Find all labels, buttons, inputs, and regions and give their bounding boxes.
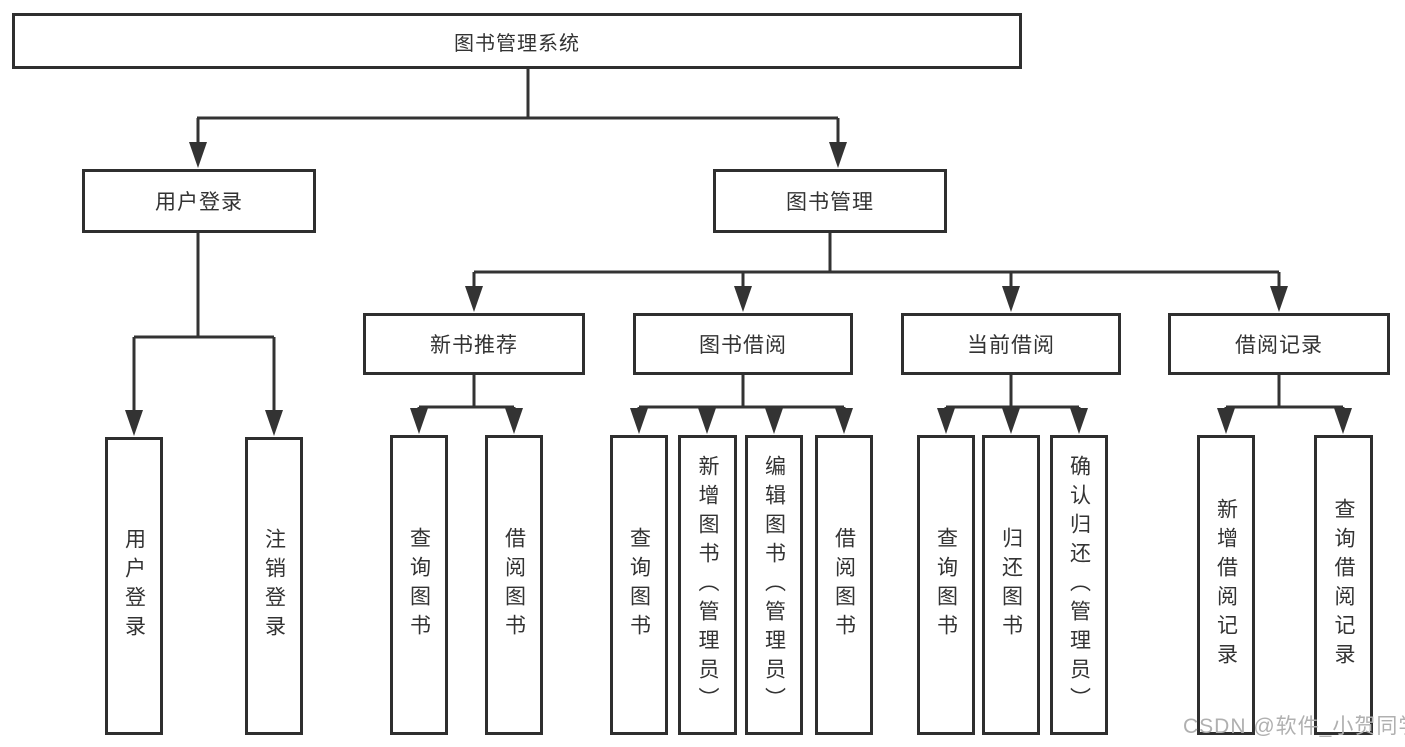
node-user-login-branch: 用户登录 <box>82 169 316 233</box>
leaf-return-book: 归还图书 <box>982 435 1040 735</box>
node-borrow-records: 借阅记录 <box>1168 313 1390 375</box>
leaf-add-borrow-record: 新增借阅记录 <box>1197 435 1255 735</box>
node-current-borrow: 当前借阅 <box>901 313 1121 375</box>
leaf-user-login: 用户登录 <box>105 437 163 735</box>
leaf-query-books-borrow: 查询图书 <box>610 435 668 735</box>
node-new-book-recommend: 新书推荐 <box>363 313 585 375</box>
leaf-query-borrow-record: 查询借阅记录 <box>1314 435 1373 735</box>
leaf-confirm-return-admin: 确认归还（管理员） <box>1050 435 1108 735</box>
leaf-edit-book-admin: 编辑图书（管理员） <box>745 435 803 735</box>
leaf-query-books-current: 查询图书 <box>917 435 975 735</box>
leaf-logout: 注销登录 <box>245 437 303 735</box>
watermark-text: CSDN @软件_小贺同学 <box>1183 715 1405 738</box>
leaf-add-book-admin: 新增图书（管理员） <box>678 435 737 735</box>
leaf-borrow-books: 借阅图书 <box>815 435 873 735</box>
node-book-management-branch: 图书管理 <box>713 169 947 233</box>
node-book-borrow: 图书借阅 <box>633 313 853 375</box>
leaf-query-books-recommend: 查询图书 <box>390 435 448 735</box>
node-system-root: 图书管理系统 <box>12 13 1022 69</box>
leaf-borrow-books-recommend: 借阅图书 <box>485 435 543 735</box>
